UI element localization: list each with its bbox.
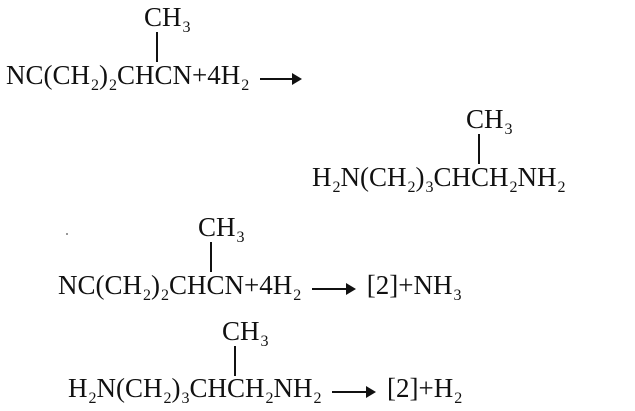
eq1p-methyl-bond — [478, 134, 480, 164]
eq2-methyl-bond — [210, 242, 212, 272]
eq3-reaction-arrow — [332, 373, 377, 403]
eq3-methyl-bond — [234, 346, 236, 376]
eq1p-methyl-group: CH3 — [466, 104, 513, 138]
eq3-methyl-group: CH3 — [222, 316, 269, 350]
eq2-methyl-group: CH3 — [198, 212, 245, 246]
eq1-methyl-bond — [156, 32, 158, 62]
eq1-reaction-arrow — [260, 60, 303, 90]
eq2-formula-line: NC(CH2)2CHCN+4H2 [2]+NH3 — [58, 270, 462, 304]
eq1-methyl-group: CH3 — [144, 2, 191, 36]
eq3-formula-line: H2N(CH2)3CHCH2NH2 [2]+H2 — [68, 373, 463, 407]
eq2-reaction-arrow — [312, 270, 357, 300]
eq1-formula-line: NC(CH2)2CHCN+4H2 — [6, 60, 306, 95]
scan-speck — [66, 233, 68, 235]
eq1p-formula-line: H2N(CH2)3CHCH2NH2 — [312, 162, 566, 196]
